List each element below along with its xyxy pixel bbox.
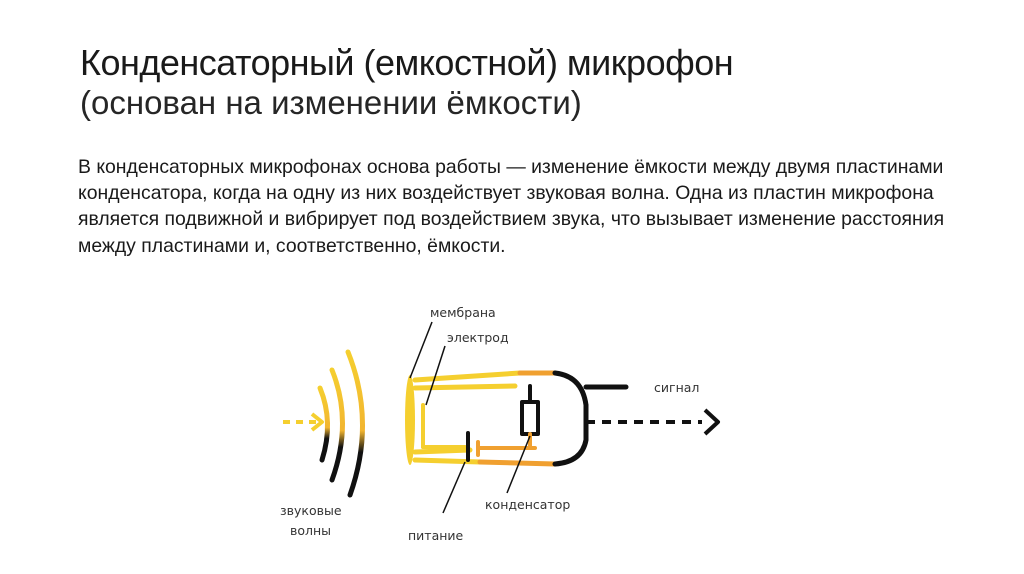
slide-title: Конденсаторный (емкостной) микрофон bbox=[80, 42, 734, 83]
capacitor-element bbox=[520, 384, 540, 450]
microphone-diagram: мембрана электрод сигнал звуковые волны … bbox=[280, 305, 720, 543]
label-power: питание bbox=[408, 528, 464, 543]
slide-title-block: Конденсаторный (емкостной) микрофон (осн… bbox=[80, 42, 980, 123]
signal-arrow bbox=[586, 408, 720, 436]
label-electrode: электрод bbox=[447, 330, 509, 345]
label-sound-waves-line1: звуковые bbox=[280, 503, 342, 518]
power-source bbox=[466, 431, 537, 462]
membrane bbox=[405, 375, 415, 465]
label-capacitor: конденсатор bbox=[485, 497, 570, 512]
sound-waves bbox=[317, 349, 365, 498]
sound-arrow bbox=[283, 412, 324, 432]
label-membrane: мембрана bbox=[430, 305, 496, 320]
slide-body-text: В конденсаторных микрофонах основа работ… bbox=[78, 156, 945, 257]
electrode bbox=[421, 403, 467, 449]
label-signal: сигнал bbox=[654, 380, 699, 395]
slide-subtitle: (основан на изменении ёмкости) bbox=[80, 84, 582, 122]
label-sound-waves-line2: волны bbox=[290, 523, 331, 538]
output-circuit bbox=[552, 370, 629, 467]
housing-bottom bbox=[412, 447, 558, 467]
label-pointers bbox=[409, 321, 531, 514]
